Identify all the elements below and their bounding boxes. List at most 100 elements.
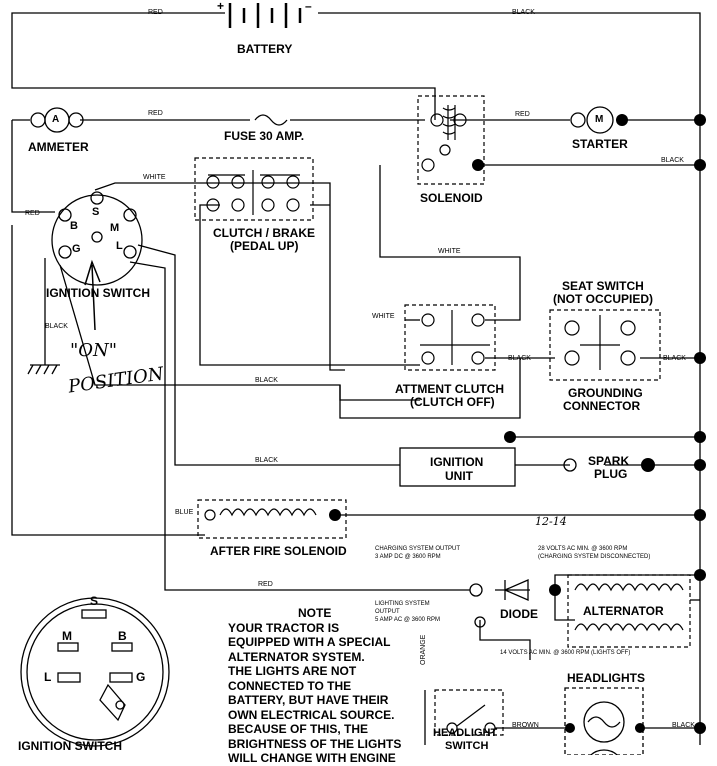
clutch-brake-switch-icon [194, 157, 314, 221]
wire-label-red: RED [25, 210, 40, 217]
grounding-label: GROUNDING [568, 386, 643, 400]
ignition-switch-detail-icon [20, 597, 170, 747]
terminal-m: M [110, 222, 120, 234]
note-line: CONNECTED TO THE [228, 678, 352, 693]
attment-clutch-switch-icon [404, 304, 496, 371]
lighting-output-label: LIGHTING SYSTEM [375, 601, 430, 607]
detail-terminal-s: S [90, 594, 99, 608]
charging-output-label: CHARGING SYSTEM OUTPUT [375, 546, 461, 552]
spark-plug-sublabel: PLUG [594, 467, 628, 481]
ignition-unit-label: IGNITION [430, 455, 484, 469]
fuse-icon [254, 114, 288, 126]
battery-label: BATTERY [237, 42, 293, 56]
wire-label-white: WHITE [438, 248, 461, 255]
ammeter-label: AMMETER [28, 140, 89, 154]
lighting-output-value: 5 AMP AC @ 3600 RPM [375, 617, 441, 623]
wire-label-black: BLACK [661, 157, 684, 164]
note-line: YOUR TRACTOR IS [228, 620, 340, 635]
ignition-switch-label: IGNITION SWITCH [46, 286, 150, 300]
note-line: BRIGHTNESS OF THE LIGHTS [228, 736, 402, 751]
wire-label-black: BLACK [663, 355, 686, 362]
note-line: BECAUSE OF THIS, THE [228, 722, 369, 736]
note-block: NOTE YOUR TRACTOR IS EQUIPPED WITH A SPE… [228, 606, 428, 766]
lighting-volts-label: 14 VOLTS AC MIN. @ 3600 RPM (LIGHTS OFF) [500, 650, 631, 656]
headlight-switch-icon [434, 689, 504, 736]
terminal-l: L [116, 240, 123, 252]
starter-icon [570, 106, 614, 134]
diode-label: DIODE [500, 607, 539, 621]
note-line: ALTERNATOR SYSTEM. [228, 649, 365, 664]
wire-label-white: WHITE [143, 174, 166, 181]
solenoid-label: SOLENOID [420, 191, 483, 205]
wire-black-battery-ground [318, 12, 701, 745]
alternator-icon [567, 574, 691, 648]
note-line: EQUIPPED WITH A SPECIAL [228, 635, 391, 649]
wire-label-white: WHITE [372, 313, 395, 320]
wire-label-black: BLACK [512, 9, 535, 16]
alternator-label: ALTERNATOR [583, 604, 664, 618]
note-line: BATTERY, BUT HAVE THEIR [228, 693, 389, 707]
ignition-switch-icon [51, 191, 143, 286]
wire-label-black: BLACK [255, 457, 278, 464]
terminal-s: S [92, 206, 100, 218]
detail-terminal-m: M [62, 629, 72, 643]
wire-label-red: RED [515, 111, 530, 118]
detail-terminal-b: B [118, 629, 127, 643]
handwritten-mark: 12-14 [535, 515, 567, 528]
ignition-switch-detail-label: IGNITION SWITCH [18, 739, 122, 753]
ammeter-icon [30, 107, 84, 133]
wire-label-red: RED [148, 110, 163, 117]
battery-minus-label: – [305, 0, 312, 13]
headlight-switch-label: HEADLIGHT [433, 727, 498, 739]
attment-clutch-label: ATTMENT CLUTCH [395, 382, 505, 396]
wire-label-black: BLACK [672, 722, 695, 729]
handwritten-on: "ON" [70, 340, 118, 361]
diode-icon [469, 579, 529, 601]
wire-label-brown: BROWN [512, 722, 539, 729]
wire-label-blue: BLUE [175, 509, 194, 516]
attment-clutch-sublabel: (CLUTCH OFF) [410, 395, 495, 409]
charging-output-value: 3 AMP DC @ 3600 RPM [375, 554, 441, 560]
after-fire-label: AFTER FIRE SOLENOID [210, 544, 347, 558]
wire-red-ammeter [11, 120, 55, 213]
note-line: WILL CHANGE WITH ENGINE [228, 751, 396, 765]
wire-label-black: BLACK [255, 377, 278, 384]
battery-plus-label: + [217, 0, 225, 13]
clutch-brake-sublabel: (PEDAL UP) [230, 239, 299, 253]
detail-terminal-l: L [44, 670, 52, 684]
fuse-label: FUSE 30 AMP. [224, 129, 305, 143]
charging-volts-label: 28 VOLTS AC MIN. @ 3600 RPM [538, 546, 628, 552]
charging-volts-sublabel: (CHARGING SYSTEM DISCONNECTED) [538, 554, 651, 560]
lighting-output-label2: OUTPUT [375, 609, 400, 615]
wire-label-red: RED [148, 9, 163, 16]
seat-switch-sublabel: (NOT OCCUPIED) [553, 292, 653, 306]
grounding-sublabel: CONNECTOR [563, 399, 641, 413]
starter-symbol: M [595, 114, 604, 125]
ignition-unit-sublabel: UNIT [445, 469, 473, 483]
terminal-b: B [70, 220, 78, 232]
ammeter-symbol: A [52, 114, 60, 125]
headlights-icon [564, 687, 644, 755]
wire-label-black: BLACK [508, 355, 531, 362]
ground-junction-dots [329, 114, 706, 734]
note-title: NOTE [298, 606, 332, 620]
battery-icon [228, 3, 302, 28]
headlights-label: HEADLIGHTS [567, 671, 645, 685]
wire-label-red: RED [258, 581, 273, 588]
seat-switch-label: SEAT SWITCH [562, 279, 644, 293]
clutch-brake-label: CLUTCH / BRAKE [213, 226, 315, 240]
ignition-unit-box [399, 447, 516, 487]
note-line: THE LIGHTS ARE NOT [228, 664, 357, 678]
seat-switch-icon [549, 309, 661, 381]
spark-plug-icon [563, 458, 577, 472]
handwritten-arrow-icon [84, 259, 101, 331]
wire-red-battery [11, 12, 436, 120]
note-line: OWN ELECTRICAL SOURCE. [228, 707, 395, 722]
spark-plug-label: SPARK [588, 454, 630, 468]
detail-terminal-g: G [136, 670, 146, 684]
starter-label: STARTER [572, 137, 628, 151]
terminal-g: G [72, 243, 81, 255]
wire-label-black: BLACK [45, 323, 68, 330]
after-fire-solenoid-icon [197, 499, 347, 539]
